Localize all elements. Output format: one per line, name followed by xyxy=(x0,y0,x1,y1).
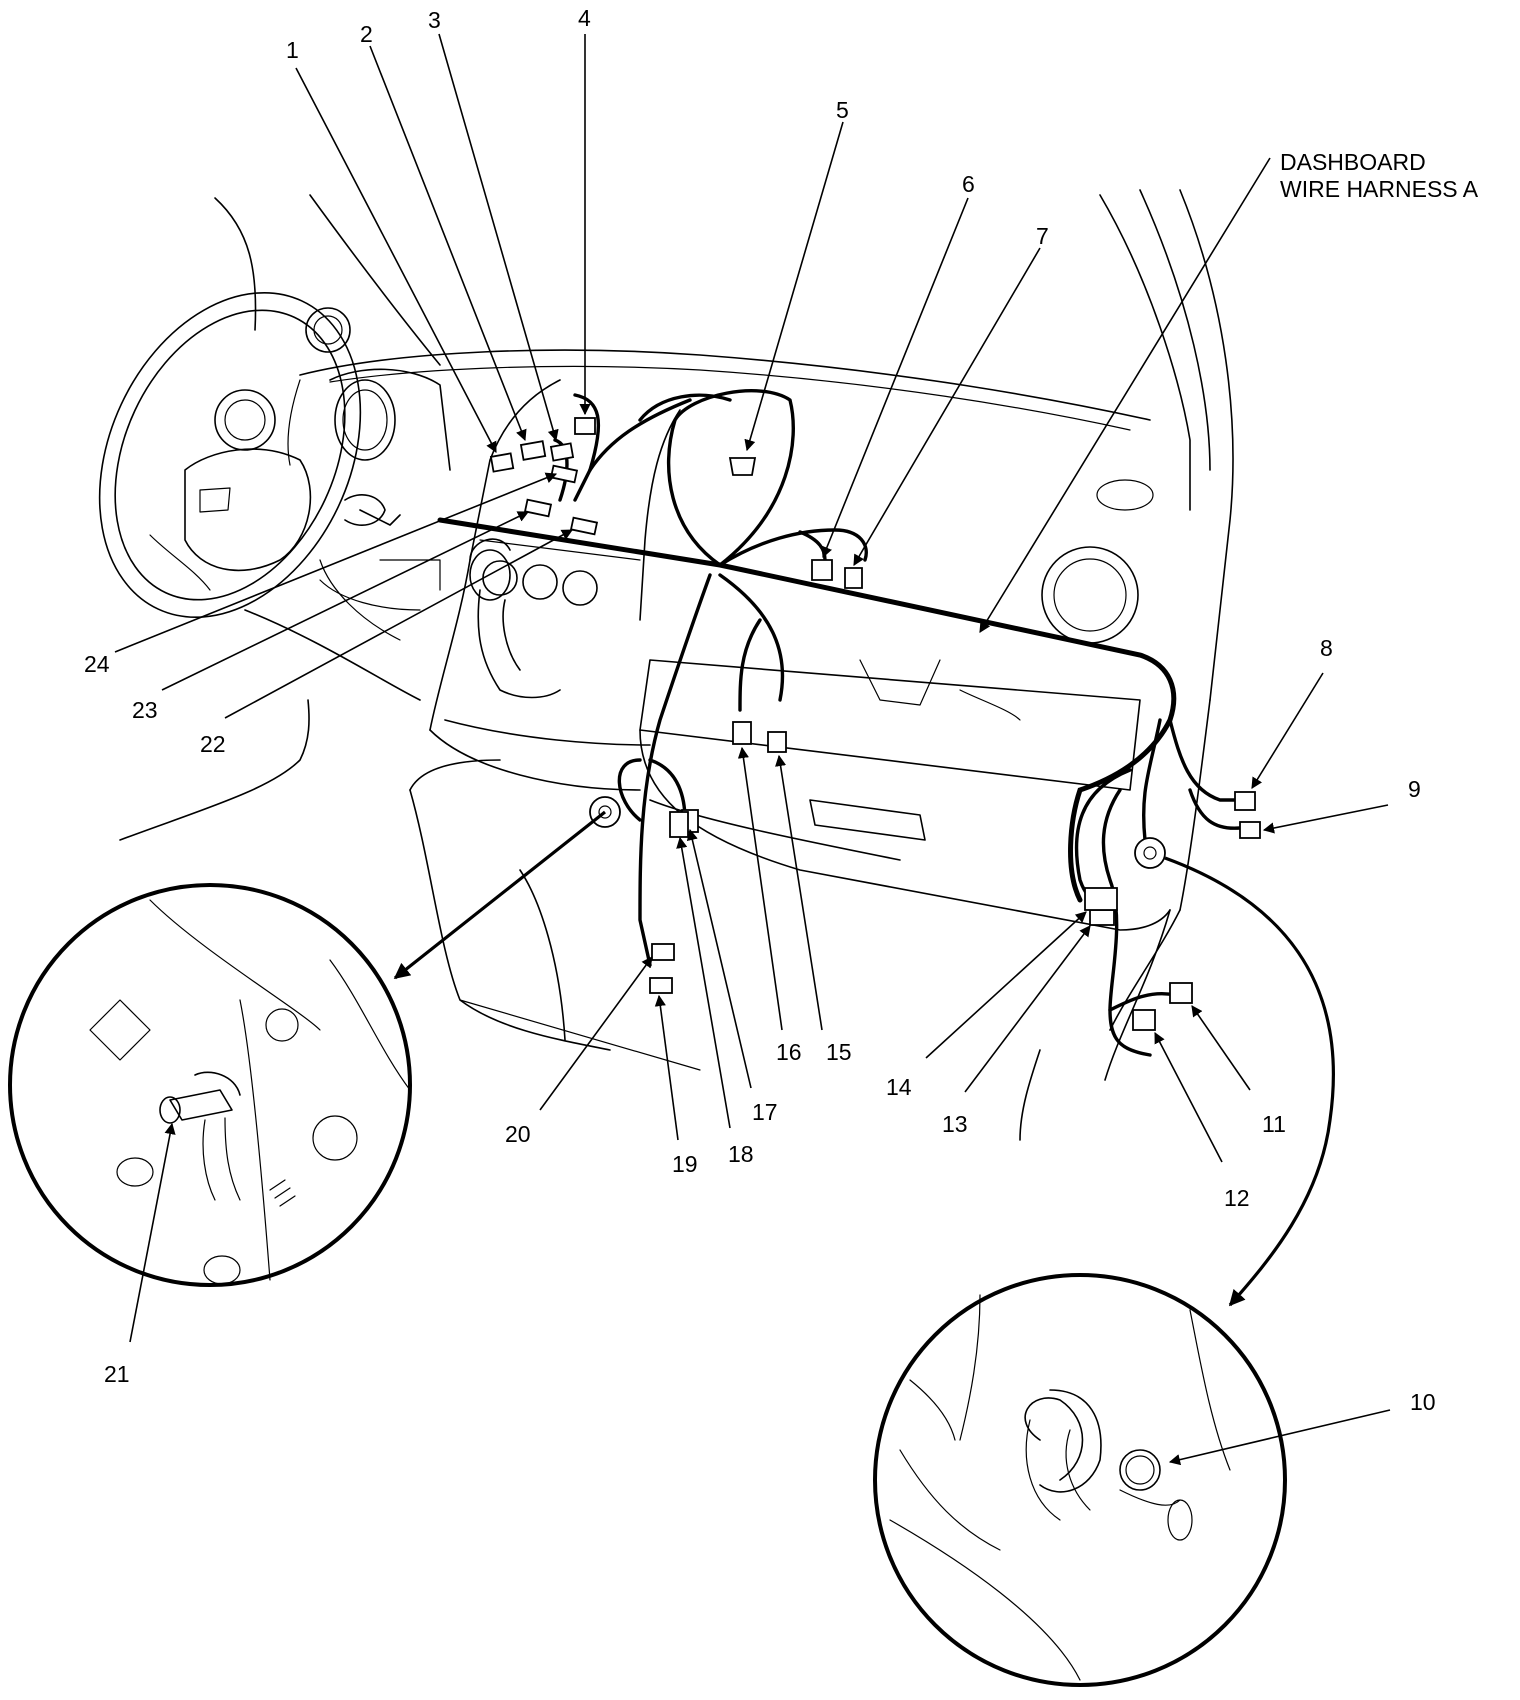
label-19: 19 xyxy=(672,1151,698,1177)
leader-22 xyxy=(224,529,573,719)
connector-20 xyxy=(651,943,675,961)
connector-7 xyxy=(844,567,863,589)
label-10: 10 xyxy=(1410,1389,1436,1415)
leader-17 xyxy=(686,828,752,1089)
detail-circle-right xyxy=(873,1273,1287,1687)
label-8: 8 xyxy=(1320,635,1333,661)
leader-18 xyxy=(676,836,731,1129)
harness-main-trunk xyxy=(437,517,1177,903)
label-16: 16 xyxy=(776,1039,802,1065)
connector-13 xyxy=(1089,909,1115,926)
leader-1 xyxy=(295,67,497,453)
leader-5 xyxy=(744,121,844,452)
label-17: 17 xyxy=(752,1099,778,1125)
leader-3 xyxy=(438,33,559,442)
leader-2 xyxy=(369,45,527,442)
leader-7 xyxy=(853,247,1041,566)
connector-23 xyxy=(523,498,553,518)
ground-bolt-right xyxy=(1134,837,1166,869)
connector-16 xyxy=(732,721,752,745)
label-24: 24 xyxy=(84,651,110,677)
dashboard-wire-harness xyxy=(437,389,1242,1057)
connector-2 xyxy=(519,440,547,461)
label-12: 12 xyxy=(1224,1185,1250,1211)
connector-15 xyxy=(767,731,787,753)
label-22: 22 xyxy=(200,731,226,757)
connector-8 xyxy=(1234,791,1256,811)
label-15: 15 xyxy=(826,1039,852,1065)
label-20: 20 xyxy=(505,1121,531,1147)
leader-11 xyxy=(1191,1005,1251,1091)
leader-20 xyxy=(539,956,653,1111)
harness-label-line1: DASHBOARD xyxy=(1280,149,1426,175)
leader-12 xyxy=(1154,1032,1223,1163)
arrow-to-right-detail xyxy=(1164,856,1335,1307)
vehicle-interior-outline xyxy=(98,189,1234,1141)
connector-3 xyxy=(549,442,575,462)
connector-18 xyxy=(669,811,689,838)
label-11: 11 xyxy=(1262,1111,1286,1137)
label-13: 13 xyxy=(942,1111,968,1137)
leader-19 xyxy=(654,994,679,1141)
label-5: 5 xyxy=(836,97,849,123)
connector-4 xyxy=(574,417,596,435)
connector-14 xyxy=(1084,887,1118,911)
label-21: 21 xyxy=(104,1361,130,1387)
label-1: 1 xyxy=(286,37,299,63)
leader-14 xyxy=(925,911,1087,1059)
leader-15 xyxy=(775,754,823,1031)
leader-24 xyxy=(114,472,558,653)
leader-16 xyxy=(737,746,783,1031)
label-2: 2 xyxy=(360,21,373,47)
leader-8 xyxy=(1251,672,1324,789)
connector-24 xyxy=(549,464,579,484)
label-7: 7 xyxy=(1036,223,1049,249)
label-18: 18 xyxy=(728,1141,754,1167)
label-23: 23 xyxy=(132,697,158,723)
leader-dashboard-harness xyxy=(979,157,1271,633)
label-14: 14 xyxy=(886,1074,912,1100)
detail-circle-left xyxy=(8,883,412,1287)
connector-5 xyxy=(728,457,757,476)
connector-11 xyxy=(1169,982,1193,1004)
leader-13 xyxy=(964,925,1091,1093)
connectors xyxy=(489,417,1261,1031)
label-3: 3 xyxy=(428,7,441,33)
leader-23 xyxy=(161,511,530,691)
connector-6 xyxy=(811,559,833,581)
label-9: 9 xyxy=(1408,776,1421,802)
connector-9 xyxy=(1239,821,1261,839)
label-6: 6 xyxy=(962,171,975,197)
callout-labels: 1 2 3 4 5 6 7 DASHBOARD WIRE HARNESS A 8… xyxy=(84,5,1479,1415)
leader-lines xyxy=(114,33,1391,1466)
arrow-to-left-detail xyxy=(393,810,606,980)
leader-10 xyxy=(1168,1409,1391,1466)
connector-1 xyxy=(489,452,515,473)
leader-21 xyxy=(129,1122,176,1343)
connector-22 xyxy=(569,516,599,536)
label-4: 4 xyxy=(578,5,591,31)
leader-6 xyxy=(821,197,969,559)
harness-label-line2: WIRE HARNESS A xyxy=(1280,176,1479,202)
connector-12 xyxy=(1132,1009,1156,1031)
leader-9 xyxy=(1262,804,1389,834)
connector-19 xyxy=(649,977,673,994)
